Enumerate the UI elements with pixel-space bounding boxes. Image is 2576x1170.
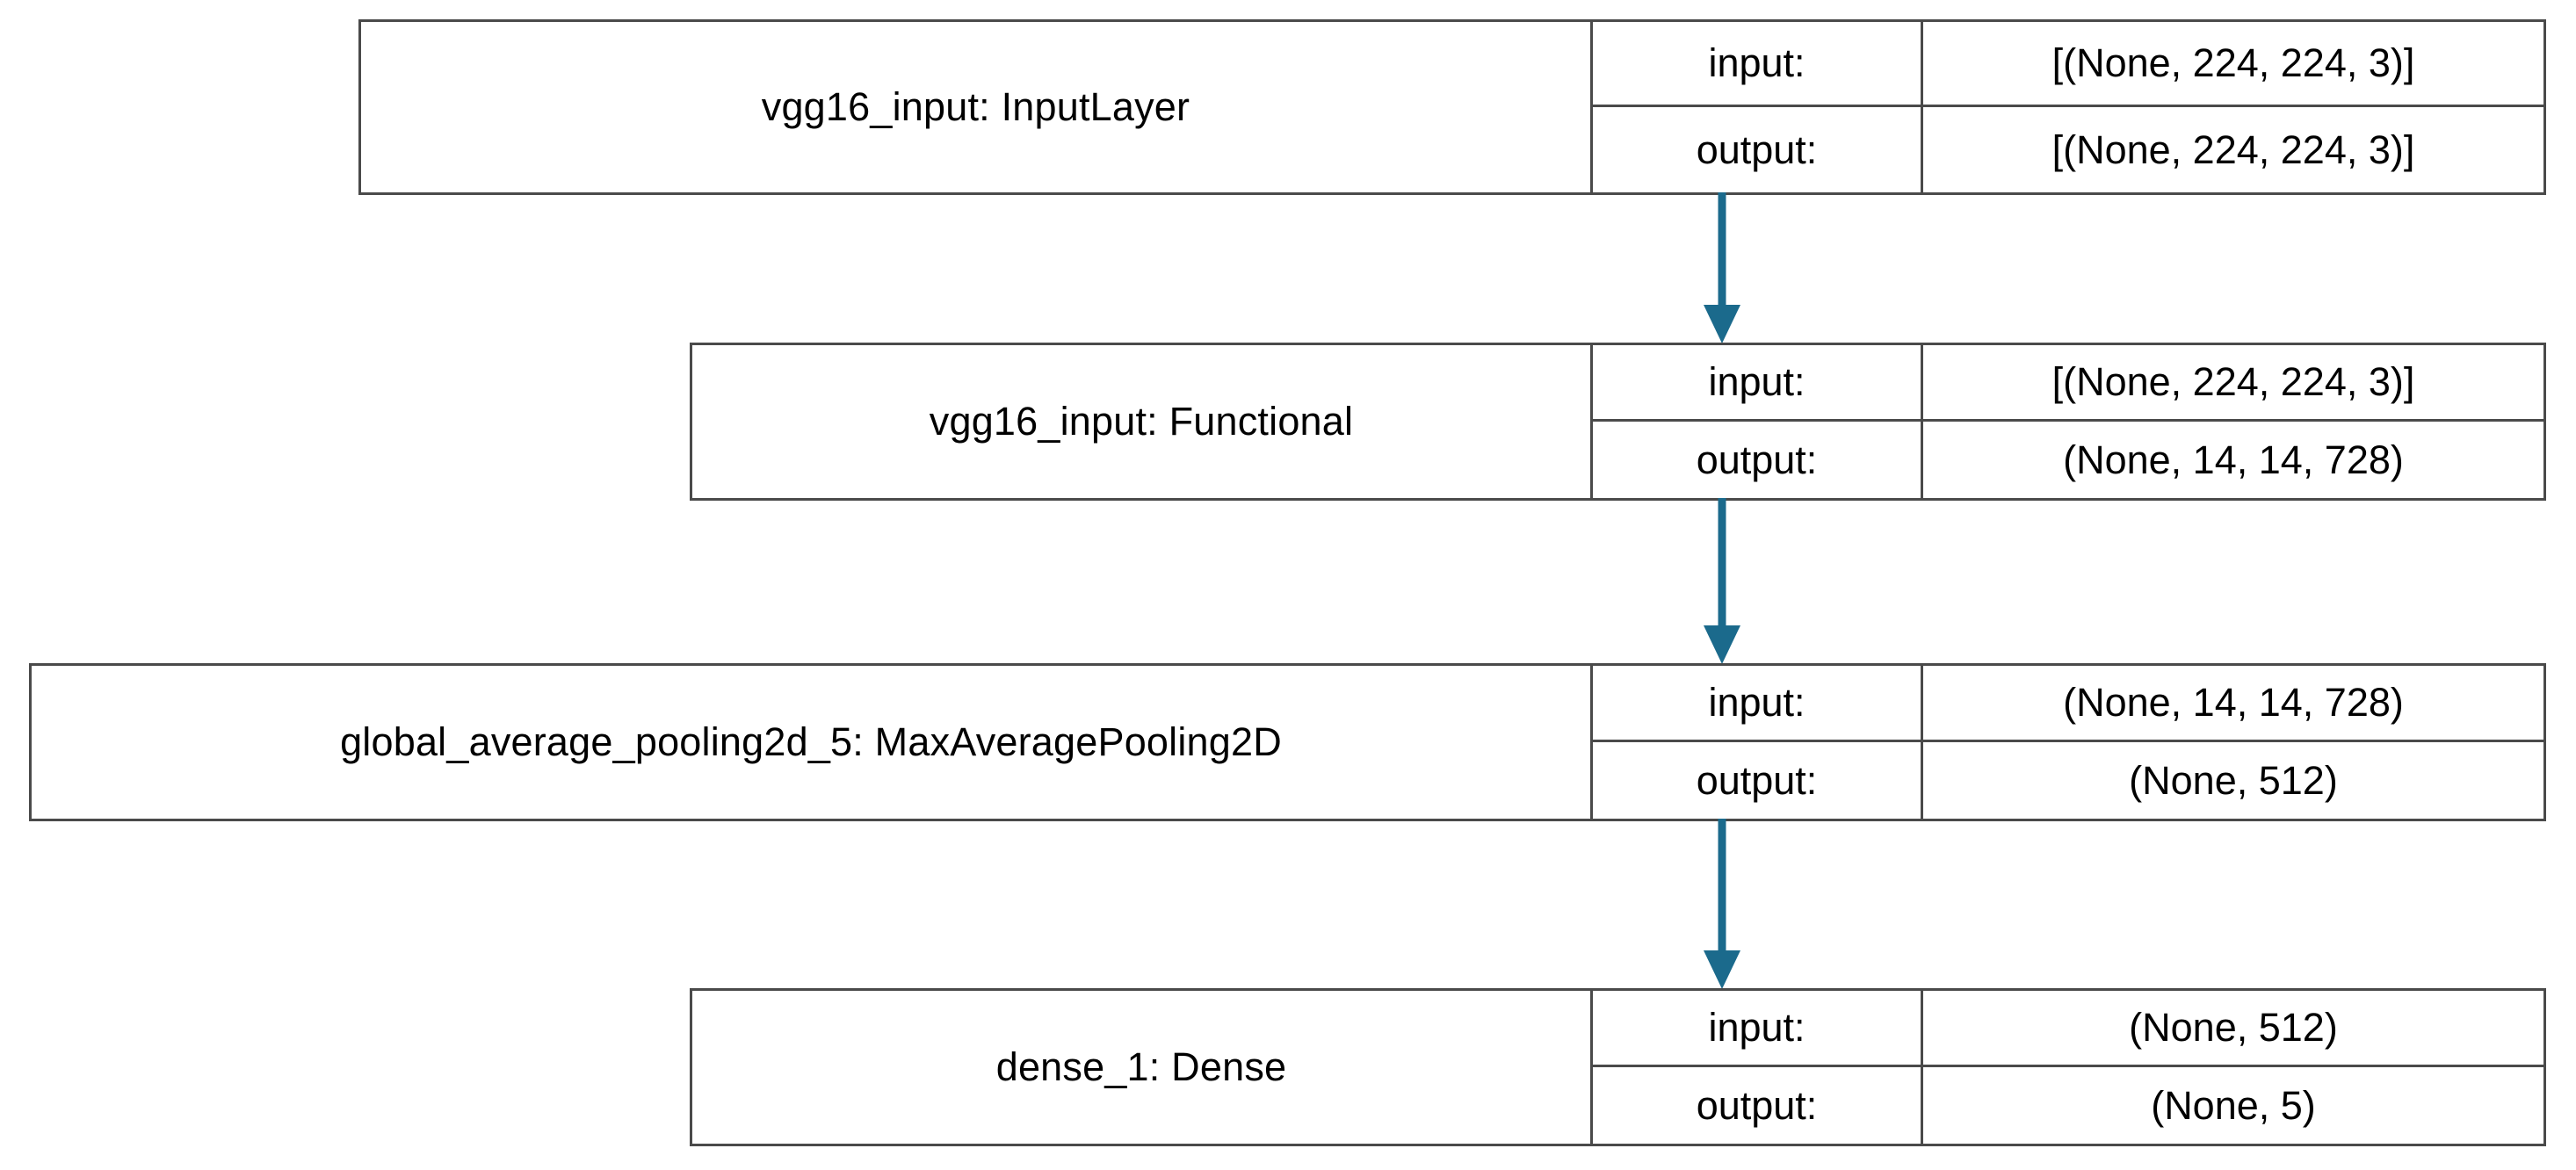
layer-node-title: dense_1: Dense [995,1044,1287,1090]
layer-io-table: input: (None, 14, 14, 728) output: (None… [1590,666,2543,819]
output-shape-value: [(None, 224, 224, 3)] [1921,107,2543,192]
input-label: input: [1708,40,1805,85]
input-shape-value: [(None, 224, 224, 3)] [1921,345,2543,419]
input-label: input: [1708,359,1805,404]
input-shape-value: (None, 14, 14, 728) [1921,666,2543,740]
output-shape-value: (None, 5) [1921,1067,2543,1144]
arrow-down-icon [1704,819,1740,989]
layer-io-table: input: (None, 512) output: (None, 5) [1590,991,2543,1144]
layer-node-dense-1[interactable]: dense_1: Dense input: (None, 512) output… [690,988,2546,1146]
arrow-down-icon [1704,192,1740,343]
edge-arrow-1 [1696,192,1748,345]
input-label: input: [1708,1005,1805,1050]
layer-input-row: input: [(None, 224, 224, 3)] [1593,22,2543,107]
layer-node-title: vgg16_input: Functional [929,399,1354,444]
layer-input-row: input: (None, 14, 14, 728) [1593,666,2543,742]
input-shape-value: [(None, 224, 224, 3)] [1921,22,2543,105]
output-shape-value: (None, 14, 14, 728) [1921,422,2543,498]
output-shape-value: (None, 512) [1921,742,2543,819]
layer-node-title: global_average_pooling2d_5: MaxAveragePo… [340,719,1282,765]
layer-input-row: input: [(None, 224, 224, 3)] [1593,345,2543,422]
edge-arrow-3 [1696,819,1748,991]
layer-output-row: output: (None, 512) [1593,742,2543,819]
output-label: output: [1696,437,1818,482]
edge-arrow-2 [1696,498,1748,666]
layer-input-row: input: (None, 512) [1593,991,2543,1067]
layer-io-table: input: [(None, 224, 224, 3)] output: [(N… [1590,22,2543,192]
layer-output-row: output: (None, 14, 14, 728) [1593,422,2543,498]
output-label: output: [1696,126,1818,172]
layer-node-vgg16-input-functional[interactable]: vgg16_input: Functional input: [(None, 2… [690,343,2546,501]
layer-node-global-average-pooling2d-5[interactable]: global_average_pooling2d_5: MaxAveragePo… [29,663,2546,821]
input-label: input: [1708,680,1805,725]
output-label: output: [1696,757,1818,803]
output-label: output: [1696,1082,1818,1128]
layer-node-vgg16-input-inputlayer[interactable]: vgg16_input: InputLayer input: [(None, 2… [358,19,2546,195]
layer-node-title: vgg16_input: InputLayer [761,84,1190,130]
layer-io-table: input: [(None, 224, 224, 3)] output: (No… [1590,345,2543,498]
layer-output-row: output: (None, 5) [1593,1067,2543,1144]
arrow-down-icon [1704,498,1740,664]
input-shape-value: (None, 512) [1921,991,2543,1065]
layer-output-row: output: [(None, 224, 224, 3)] [1593,107,2543,192]
